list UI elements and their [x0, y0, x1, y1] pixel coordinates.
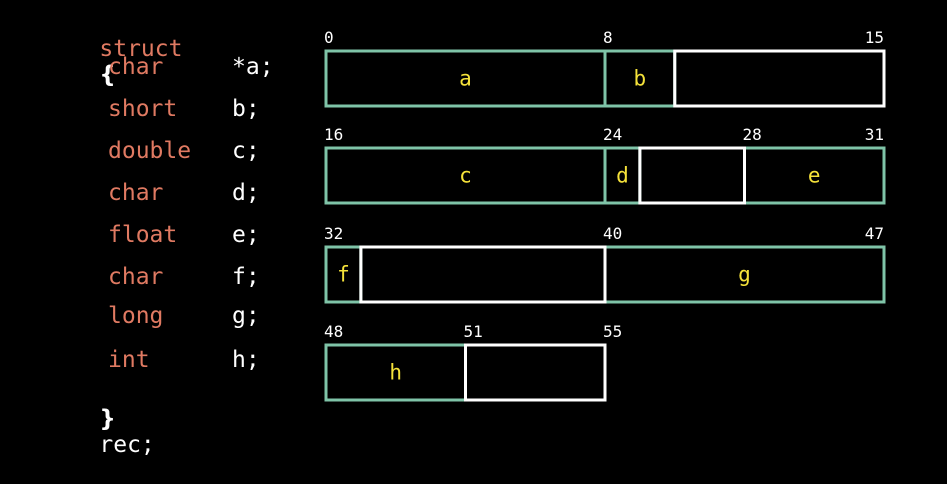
type-keyword: long — [108, 303, 164, 329]
field-decl-c: c; — [232, 138, 260, 164]
field-decl-a: *a; — [232, 54, 274, 80]
field-type-g: long — [108, 303, 163, 329]
type-keyword: char — [108, 264, 164, 290]
field-type-f: char — [108, 264, 163, 290]
field-type-c: double — [108, 138, 191, 164]
field-decl-g: g; — [232, 303, 260, 329]
field-name: d; — [232, 180, 260, 206]
field-name: c; — [232, 138, 260, 164]
offset-tick-label: 15 — [865, 28, 884, 47]
field-label: g — [738, 263, 751, 287]
padding-cell — [673, 49, 886, 108]
type-keyword: int — [108, 347, 150, 373]
offset-tick-label: 31 — [865, 125, 884, 144]
offset-tick-label: 40 — [603, 224, 622, 243]
field-name: e; — [232, 222, 260, 248]
field-name: *a; — [232, 54, 274, 80]
field-decl-h: h; — [232, 347, 260, 373]
offset-tick-label: 47 — [865, 224, 884, 243]
field-decl-b: b; — [232, 96, 260, 122]
memory-row: 48 51 55 h — [324, 322, 622, 402]
struct-code-listing: struct { char *a; short b; double c; cha… — [0, 0, 300, 458]
offset-tick-label: 0 — [324, 28, 334, 47]
type-keyword: char — [108, 180, 164, 206]
field-type-h: int — [108, 347, 150, 373]
offset-tick-label: 16 — [324, 125, 343, 144]
memory-row: 0 8 15 a b — [324, 28, 886, 108]
struct-keyword: struct — [99, 36, 183, 62]
padding-cell — [638, 146, 746, 205]
offset-tick-label: 51 — [464, 322, 483, 341]
type-keyword: double — [108, 138, 192, 164]
field-name: g; — [232, 303, 260, 329]
field-label: b — [634, 67, 647, 91]
offset-tick-label: 28 — [743, 125, 762, 144]
field-label: e — [808, 164, 821, 188]
padding-cell — [359, 245, 607, 304]
open-brace: { — [99, 62, 116, 88]
field-type-a: char — [108, 54, 163, 80]
offset-tick-label: 55 — [603, 322, 622, 341]
struct-open-line: struct { — [44, 10, 182, 114]
field-type-d: char — [108, 180, 163, 206]
padding-cell — [464, 343, 607, 402]
field-name: b; — [232, 96, 260, 122]
field-label: f — [337, 263, 350, 287]
type-keyword: char — [108, 54, 164, 80]
type-keyword: float — [108, 222, 178, 248]
field-decl-d: d; — [232, 180, 260, 206]
offset-tick-label: 48 — [324, 322, 343, 341]
memory-layout-diagram: 0 8 15 a b 16 24 28 31 c d e 32 40 47 f g 48 51 55 h — [324, 28, 886, 402]
field-type-b: short — [108, 96, 177, 122]
field-name: f; — [232, 264, 260, 290]
field-name: h; — [232, 347, 260, 373]
field-type-e: float — [108, 222, 177, 248]
offset-tick-label: 32 — [324, 224, 343, 243]
field-label: h — [389, 361, 402, 385]
memory-row: 32 40 47 f g — [324, 224, 886, 304]
memory-row: 16 24 28 31 c d e — [324, 125, 886, 205]
offset-tick-label: 24 — [603, 125, 622, 144]
field-decl-e: e; — [232, 222, 260, 248]
type-keyword: short — [108, 96, 178, 122]
field-label: c — [459, 164, 472, 188]
field-label: a — [459, 67, 472, 91]
offset-tick-label: 8 — [603, 28, 613, 47]
field-decl-f: f; — [232, 264, 260, 290]
struct-variable-name: rec; — [99, 432, 155, 458]
field-label: d — [616, 164, 629, 188]
